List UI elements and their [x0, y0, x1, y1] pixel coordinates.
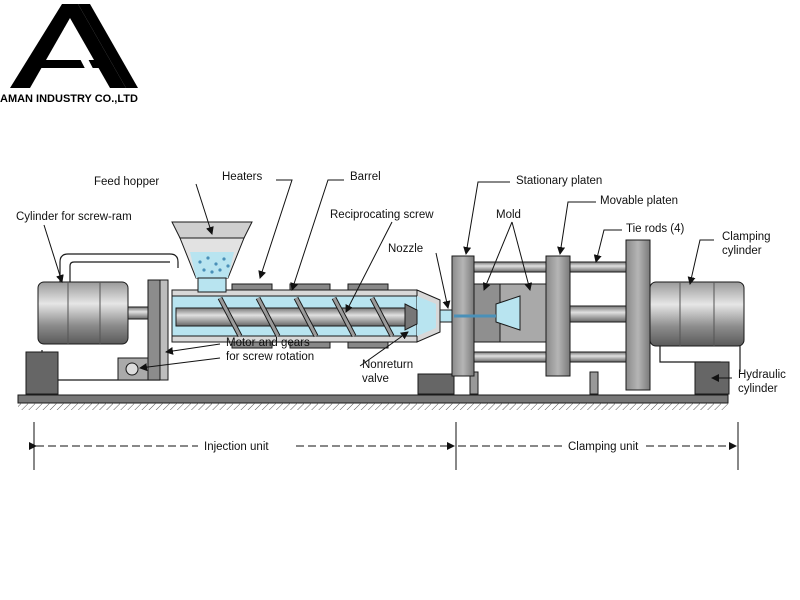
label-clamping-cylinder-1: Clamping: [722, 231, 771, 243]
label-movable-platen: Movable platen: [600, 195, 678, 207]
label-barrel: Barrel: [350, 171, 381, 183]
label-cylinder-screw-ram: Cylinder for screw-ram: [16, 211, 132, 223]
leader-lines: [43, 179, 732, 382]
rear-platen: [625, 239, 651, 391]
label-tie-rods: Tie rods (4): [626, 223, 685, 235]
label-motor-gears-2: for screw rotation: [226, 351, 314, 363]
movable-platen: [545, 255, 627, 377]
label-injection-unit: Injection unit: [204, 441, 269, 453]
label-heaters: Heaters: [222, 171, 263, 183]
company-name: AMAN INDUSTRY CO.,LTD: [0, 93, 138, 105]
label-feed-hopper: Feed hopper: [94, 176, 159, 188]
unit-dimensions: [29, 422, 739, 470]
label-nonreturn-2: valve: [362, 373, 389, 385]
mold: [454, 283, 547, 343]
label-nozzle: Nozzle: [388, 243, 423, 255]
clamping-cylinder: [649, 281, 745, 347]
label-clamping-cylinder-2: cylinder: [722, 245, 762, 257]
label-clamping-unit: Clamping unit: [568, 441, 639, 453]
label-stationary-platen: Stationary platen: [516, 175, 602, 187]
label-reciprocating-screw: Reciprocating screw: [330, 209, 434, 221]
machine-base: [17, 394, 729, 410]
label-hydraulic-1: Hydraulic: [738, 369, 786, 381]
label-mold: Mold: [496, 209, 521, 221]
label-nonreturn-1: Nonreturn: [362, 359, 413, 371]
label-hydraulic-2: cylinder: [738, 383, 778, 395]
aman-logo-icon: [10, 4, 138, 88]
label-motor-gears-1: Motor and gears: [226, 337, 310, 349]
